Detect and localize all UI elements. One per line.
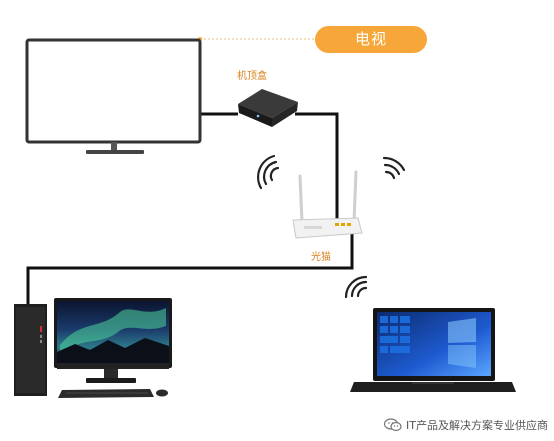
optical-modem-icon xyxy=(292,170,363,239)
footer-text: IT产品及解决方案专业供应商 xyxy=(406,419,548,432)
tv-label-pill: 电视 xyxy=(315,26,427,53)
optical-modem-label: 光猫 xyxy=(311,252,331,263)
desktop-tower-icon xyxy=(14,304,47,396)
keyboard-icon xyxy=(58,389,154,398)
cable-modem-to-pc xyxy=(26,232,354,305)
wifi-waves-left-icon xyxy=(257,154,280,190)
wechat-icon xyxy=(384,418,402,432)
laptop-icon xyxy=(350,308,516,392)
footer-watermark: IT产品及解决方案专业供应商 xyxy=(384,417,548,433)
wifi-waves-laptop-icon xyxy=(344,275,368,299)
tv-icon xyxy=(25,38,202,154)
cable-stb-to-modem xyxy=(295,112,339,226)
wifi-waves-right-icon xyxy=(382,156,406,180)
mouse-icon xyxy=(156,389,168,397)
monitor-icon xyxy=(54,298,172,383)
set-top-box-label: 机顶盒 xyxy=(237,71,267,82)
set-top-box-icon xyxy=(238,89,298,127)
